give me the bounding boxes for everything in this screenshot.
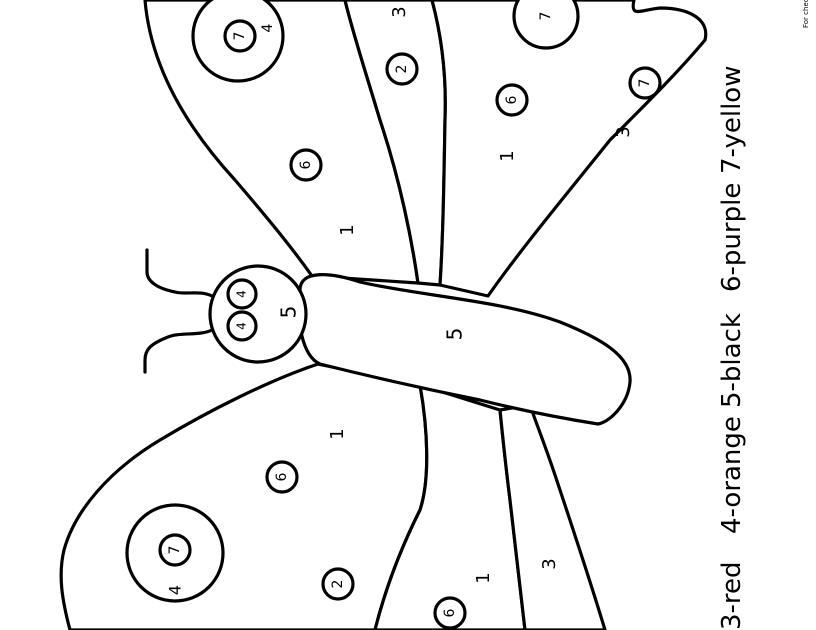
ll-six-number: 6 — [274, 472, 290, 481]
ur-two-number: 2 — [394, 65, 410, 74]
ur-seven-number: 7 — [538, 12, 554, 21]
head-number: 5 — [277, 306, 301, 319]
eye-right-number: 4 — [235, 322, 249, 330]
ul-big-circle-inner — [223, 19, 257, 53]
antenna-top — [145, 248, 214, 298]
left-eye — [226, 278, 258, 310]
legend-item-3: 3-red — [717, 561, 747, 630]
ll-one-number: 1 — [327, 428, 348, 439]
legend-item-7: 7-yellow — [717, 66, 747, 174]
ll-one-b-number: 1 — [473, 572, 494, 583]
lr-three-number: 3 — [539, 558, 560, 569]
butterfly-body — [297, 273, 632, 426]
legend-item-5: 5-black — [717, 313, 747, 408]
lower-left-wing — [59, 362, 429, 630]
ul-one-number: 1 — [337, 224, 358, 235]
ul-six-number: 6 — [298, 160, 314, 169]
legend-item-4: 4-orange — [717, 416, 747, 534]
ur-big-circle-7 — [512, 0, 580, 50]
ur-small-circle-2 — [385, 52, 419, 86]
lower-right-wing — [498, 403, 607, 630]
ul-small-circle-6 — [289, 148, 323, 182]
upper-far-right-wing — [430, 0, 708, 298]
ur-three-number: 3 — [389, 6, 410, 17]
ll-six-b-number: 6 — [442, 608, 458, 617]
ur-three-b-number: 3 — [613, 126, 634, 137]
ur-one-number: 1 — [497, 150, 518, 161]
ur-small-circle-6 — [495, 83, 529, 117]
body-number: 5 — [443, 328, 467, 341]
ll-circle-number: 7 — [167, 546, 183, 555]
ll-big-circle-inner — [158, 533, 192, 567]
antenna-bottom — [143, 328, 214, 374]
footer-note: For check — [802, 0, 810, 28]
ur-six-number: 6 — [504, 95, 520, 104]
ll-small-circle-6b — [433, 596, 467, 630]
ll-two-number: 2 — [330, 580, 346, 589]
ur-seven-b-number: 7 — [637, 79, 653, 88]
right-eye — [226, 310, 258, 342]
legend-item-6: 6-purple — [717, 183, 747, 292]
color-legend: 3-red 4-orange 5-black 6-purple 7-yellow — [717, 66, 747, 630]
eye-left-number: 4 — [235, 290, 249, 298]
ur-small-circle-7 — [628, 66, 662, 100]
ul-circle-number: 7 — [232, 32, 248, 41]
ul-four-number: 4 — [260, 23, 276, 32]
ll-small-circle-6 — [265, 460, 299, 494]
ll-small-circle-2 — [321, 567, 355, 601]
ll-four-number: 4 — [166, 585, 185, 595]
